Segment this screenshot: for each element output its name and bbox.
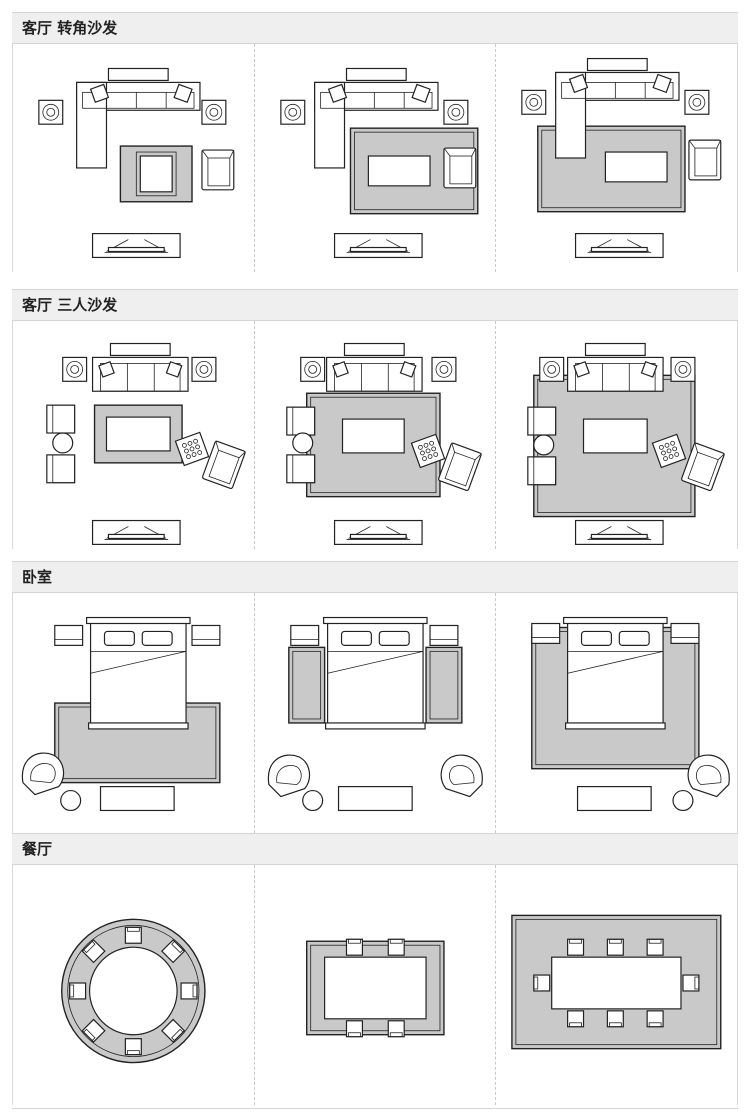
layout-option-runner-rugs [255,593,497,833]
section-title: 卧室 [22,568,53,586]
bottom-border [12,1108,738,1109]
layout-option-round-rug [13,865,255,1105]
layout-option-large-rectangular-rug [496,865,737,1105]
section-living-corner-sofa: 客厅 转角沙发 [12,12,738,272]
layout-option-medium-rug [255,321,497,549]
section-body [12,593,738,833]
layout-option-large-rug [496,593,737,833]
layout-option-small-rug [13,44,255,272]
section-body [12,44,738,272]
section-title: 客厅 三人沙发 [22,296,118,314]
section-header: 客厅 转角沙发 [12,12,738,44]
section-header: 餐厅 [12,833,738,865]
layout-option-medium-rug [255,44,497,272]
layout-option-partial-rug [13,593,255,833]
section-header: 客厅 三人沙发 [12,289,738,321]
section-header: 卧室 [12,561,738,593]
section-title: 客厅 转角沙发 [22,19,118,37]
section-body [12,321,738,549]
layout-option-large-rug [496,321,737,549]
layout-option-small-rug [13,321,255,549]
layout-option-large-rug [496,44,737,272]
section-bedroom: 卧室 [12,561,738,833]
layout-option-rectangular-rug [255,865,497,1105]
section-body [12,865,738,1105]
section-title: 餐厅 [22,840,53,858]
section-living-three-seat-sofa: 客厅 三人沙发 [12,289,738,549]
section-dining: 餐厅 [12,833,738,1105]
